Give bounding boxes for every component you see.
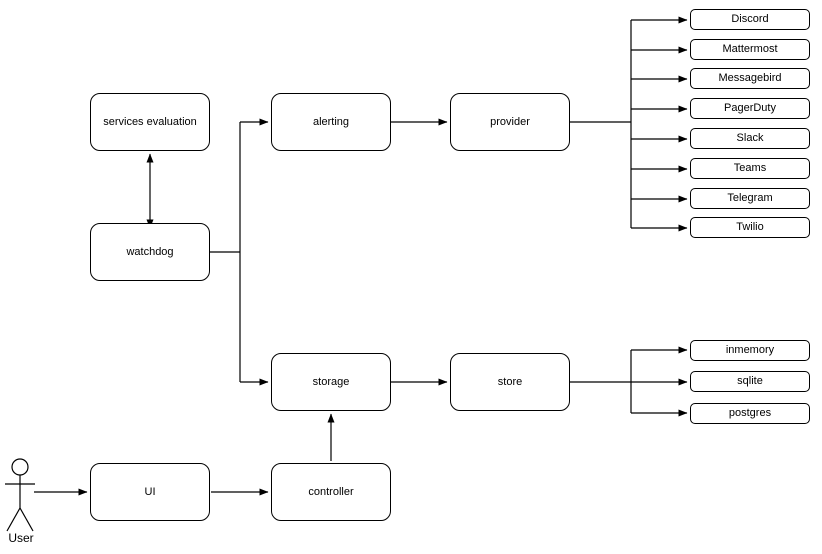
node-sqlite[interactable]: sqlite	[690, 371, 810, 392]
node-inmemory[interactable]: inmemory	[690, 340, 810, 361]
node-twilio[interactable]: Twilio	[690, 217, 810, 238]
node-postgres[interactable]: postgres	[690, 403, 810, 424]
node-label: storage	[312, 375, 350, 388]
user-actor-leg-left	[6, 507, 21, 532]
node-watchdog[interactable]: watchdog	[90, 223, 210, 281]
node-discord[interactable]: Discord	[690, 9, 810, 30]
node-label: Mattermost	[722, 43, 778, 56]
node-services-evaluation[interactable]: services evaluation	[90, 93, 210, 151]
node-label: sqlite	[737, 375, 763, 388]
node-messagebird[interactable]: Messagebird	[690, 68, 810, 89]
node-label: Discord	[731, 13, 769, 26]
node-pagerduty[interactable]: PagerDuty	[690, 98, 810, 119]
node-store[interactable]: store	[450, 353, 570, 411]
node-controller[interactable]: controller	[271, 463, 391, 521]
node-label: postgres	[728, 407, 772, 420]
node-label: watchdog	[126, 245, 174, 258]
user-actor-leg-right	[19, 507, 34, 532]
node-label: services evaluation	[103, 115, 197, 128]
node-mattermost[interactable]: Mattermost	[690, 39, 810, 60]
node-provider[interactable]: provider	[450, 93, 570, 151]
node-label: inmemory	[725, 344, 775, 357]
user-actor-label: User	[8, 531, 34, 545]
node-ui[interactable]: UI	[90, 463, 210, 521]
node-storage[interactable]: storage	[271, 353, 391, 411]
node-slack[interactable]: Slack	[690, 128, 810, 149]
node-label: controller	[308, 485, 354, 498]
node-label: Teams	[733, 162, 767, 175]
user-actor-head	[11, 458, 29, 476]
node-teams[interactable]: Teams	[690, 158, 810, 179]
node-label: Telegram	[727, 192, 773, 205]
node-telegram[interactable]: Telegram	[690, 188, 810, 209]
node-label: Twilio	[736, 221, 764, 234]
node-label: UI	[144, 485, 156, 498]
node-label: Slack	[736, 132, 764, 145]
node-label: Messagebird	[718, 72, 782, 85]
node-label: provider	[490, 115, 530, 128]
node-alerting[interactable]: alerting	[271, 93, 391, 151]
node-label: store	[497, 375, 523, 388]
node-label: alerting	[312, 115, 350, 128]
node-label: PagerDuty	[724, 102, 776, 115]
